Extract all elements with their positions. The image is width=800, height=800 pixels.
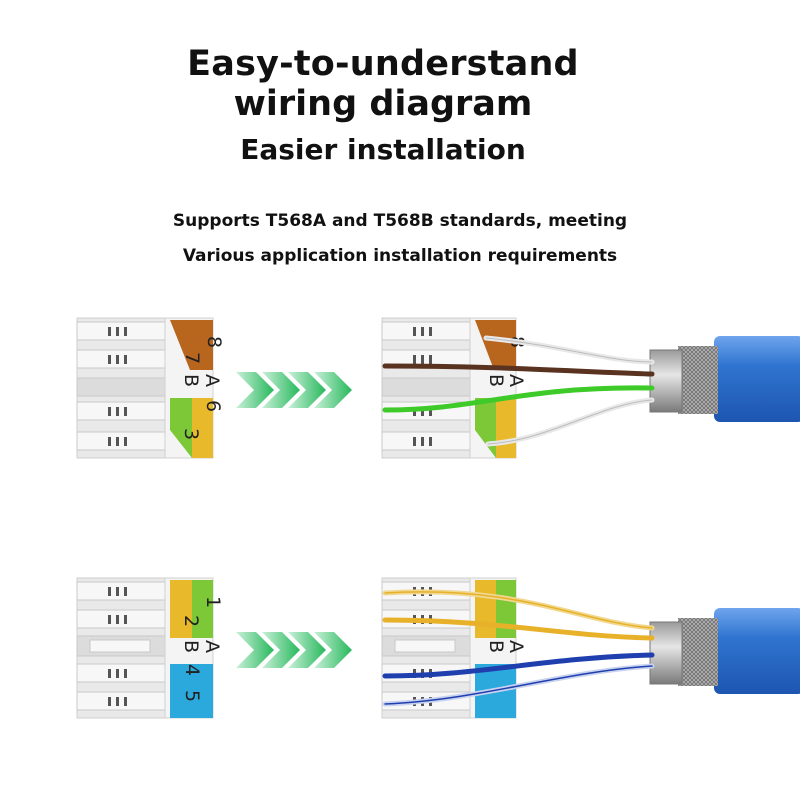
top-arrow <box>236 372 352 408</box>
bottom-pin-4: 4 <box>181 664 203 676</box>
top-cable <box>649 336 800 422</box>
top-right-connector: B A 8 <box>381 317 528 459</box>
bottom-label-a: A <box>201 640 223 653</box>
heading-line-1: Easy-to-understand <box>187 44 579 84</box>
bottom-left-connector <box>76 577 214 719</box>
bottom-wires <box>382 589 655 707</box>
bottom-arrow <box>236 632 352 668</box>
green-pair-block <box>170 398 192 458</box>
top-pin-6: 6 <box>202 400 224 412</box>
top-left-connector <box>76 317 214 459</box>
top-label-b: B <box>180 374 202 387</box>
svg-text:A: A <box>505 640 527 653</box>
top-pin-3: 3 <box>180 428 202 440</box>
bottom-pin-2: 2 <box>180 615 202 627</box>
top-pin-7: 7 <box>181 352 203 364</box>
subheading-line-2: Various application installation require… <box>182 246 618 266</box>
heading-line-2: wiring diagram <box>233 84 533 124</box>
svg-text:B: B <box>485 640 507 653</box>
yellow-pair-block <box>192 398 213 458</box>
bottom-pin-5: 5 <box>181 690 203 702</box>
blue-pair-block <box>170 664 213 718</box>
top-wires <box>382 335 655 447</box>
bottom-pin-1: 1 <box>202 596 224 608</box>
heading-line-3: Easier installation <box>240 133 526 166</box>
subheading-line-1: Supports T568A and T568B standards, meet… <box>172 211 628 231</box>
top-pin-8: 8 <box>203 336 225 348</box>
svg-text:B: B <box>485 374 507 387</box>
svg-text:A: A <box>505 374 527 387</box>
bottom-cable <box>649 608 800 694</box>
orange-pair-block <box>170 580 192 638</box>
top-label-a: A <box>201 374 223 387</box>
brown-pair-block <box>170 320 213 370</box>
bottom-label-b: B <box>180 640 202 653</box>
green-pair-block-bottom <box>192 580 213 638</box>
